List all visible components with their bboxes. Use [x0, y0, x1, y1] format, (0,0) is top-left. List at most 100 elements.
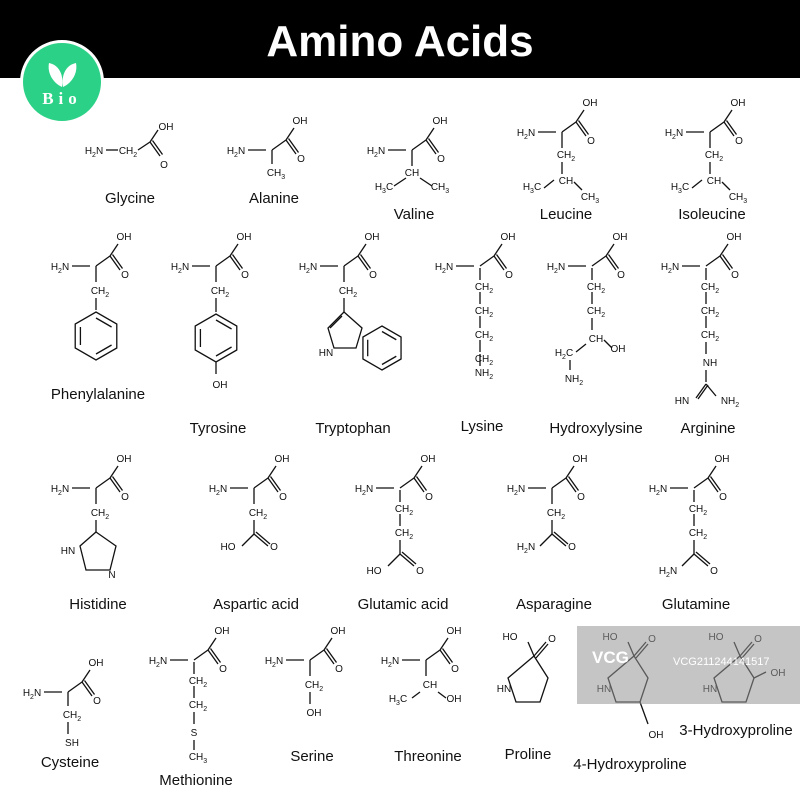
- atom-label: O: [335, 664, 343, 675]
- watermark-logo: VCG: [592, 648, 629, 667]
- atom-label: OH: [117, 454, 132, 465]
- atom-label: HO: [367, 566, 382, 577]
- atom-label: H2N: [149, 656, 167, 669]
- bond: [95, 477, 111, 489]
- atom-label: CH3: [581, 192, 599, 205]
- bio-logo: Bio: [20, 40, 104, 124]
- bond: [681, 553, 695, 567]
- atom-label: OH: [727, 232, 742, 243]
- bond: [551, 533, 567, 547]
- atom-label: H2N: [547, 262, 565, 275]
- bond: [425, 139, 437, 155]
- bond: [425, 649, 441, 661]
- bond: [607, 254, 620, 269]
- atom-label: CH2: [689, 504, 707, 517]
- atom-label: CH2: [705, 150, 723, 163]
- bond: [399, 553, 415, 567]
- bond: [605, 255, 617, 271]
- atom-label: HO: [503, 632, 518, 643]
- bond: [605, 243, 615, 257]
- atom-label: OH: [501, 232, 516, 243]
- page-title: Amino Acids: [266, 17, 534, 66]
- atom-label: OH: [731, 98, 746, 109]
- bond: [329, 315, 343, 329]
- bond: [691, 179, 703, 189]
- bond: [413, 465, 423, 479]
- bond: [357, 243, 367, 257]
- bond: [575, 343, 587, 353]
- atom-label: OH: [447, 694, 462, 705]
- bond: [707, 465, 717, 479]
- atom-label: CH2: [475, 354, 493, 367]
- atom-label: H2N: [507, 484, 525, 497]
- atom-label: CH: [559, 176, 573, 187]
- atom-label: O: [416, 566, 424, 577]
- bond: [401, 551, 417, 565]
- atom-label: O: [568, 542, 576, 553]
- bond: [215, 319, 232, 330]
- bond: [551, 477, 567, 489]
- atom-label: CH2: [701, 330, 719, 343]
- bond: [267, 477, 279, 493]
- bond: [399, 477, 415, 489]
- atom-label: OH: [275, 454, 290, 465]
- bond: [719, 243, 729, 257]
- watermark: VCG VCG211244141517: [577, 626, 800, 704]
- atom-label: H2N: [435, 262, 453, 275]
- bond: [725, 120, 738, 135]
- atom-label: CH2: [475, 330, 493, 343]
- atom-label: NH2: [721, 396, 739, 409]
- atom-label: O: [719, 492, 727, 503]
- bond: [539, 533, 553, 547]
- amino-acid-name: Histidine: [69, 596, 127, 613]
- bond: [67, 681, 83, 693]
- bond: [285, 127, 295, 141]
- atom-label: HN: [61, 546, 75, 557]
- bond: [393, 177, 407, 187]
- bond: [575, 109, 585, 123]
- atom-label: CH2: [547, 508, 565, 521]
- atom-label: H2N: [265, 656, 283, 669]
- atom-label: H2N: [23, 688, 41, 701]
- bond: [705, 255, 721, 267]
- bond: [215, 255, 231, 267]
- atom-label: O: [731, 270, 739, 281]
- atom-label: OH: [433, 116, 448, 127]
- bond: [577, 120, 590, 135]
- atom-label: H2N: [209, 484, 227, 497]
- bond: [439, 649, 451, 665]
- atom-label: OH: [611, 344, 626, 355]
- header-bar: Amino Acids: [0, 0, 800, 78]
- bond: [639, 701, 649, 725]
- atom-label: H2N: [85, 146, 103, 159]
- bond: [439, 637, 449, 651]
- atom-label: CH: [423, 680, 437, 691]
- atom-label: O: [505, 270, 513, 281]
- bond: [479, 255, 495, 267]
- amino-acid-name: Tyrosine: [189, 420, 247, 437]
- atom-label: OH: [421, 454, 436, 465]
- atom-label: CH2: [189, 700, 207, 713]
- atom-label: H2N: [299, 262, 317, 275]
- amino-acid-name: Alanine: [248, 190, 300, 207]
- atom-label: OH: [213, 380, 228, 391]
- bond: [411, 691, 421, 699]
- atom-label: OH: [215, 626, 230, 637]
- bond: [149, 129, 159, 143]
- bond: [109, 465, 119, 479]
- bond: [323, 649, 335, 665]
- atom-label: CH2: [689, 528, 707, 541]
- atom-label: CH2: [557, 150, 575, 163]
- bond: [695, 551, 711, 565]
- atom-label: OH: [649, 730, 664, 741]
- atom-label: H3C: [375, 182, 393, 195]
- bond: [723, 109, 733, 123]
